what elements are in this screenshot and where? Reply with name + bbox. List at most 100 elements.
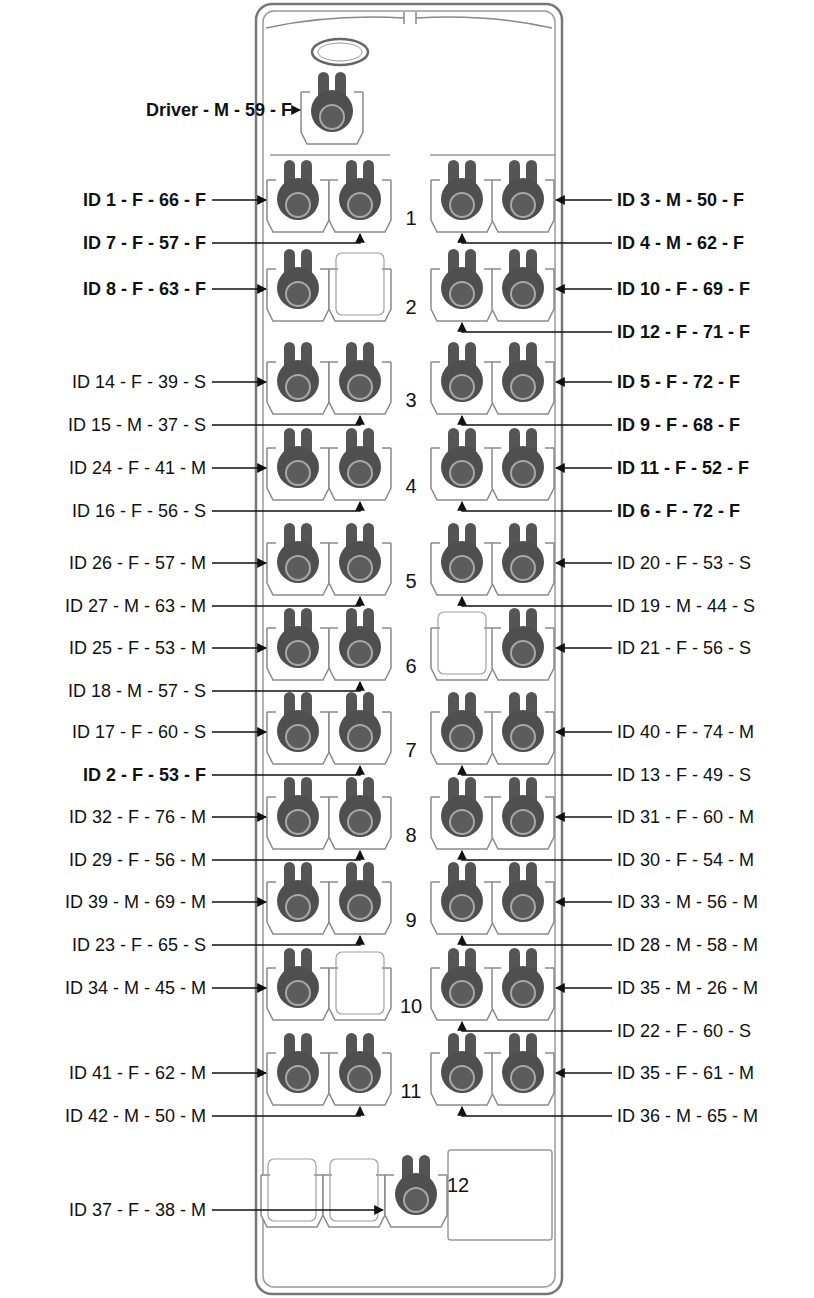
- leader-arrow: [556, 562, 612, 563]
- passenger-label: ID 1 - F - 66 - F: [83, 191, 206, 209]
- row-number: 10: [400, 996, 422, 1016]
- row-number: 12: [447, 1175, 469, 1195]
- passenger-label: ID 19 - M - 44 - S: [617, 597, 755, 615]
- seat-armrest: [431, 627, 493, 629]
- occupied-seat: [329, 523, 391, 595]
- passenger-body: [339, 795, 381, 837]
- leader-arrow: [212, 936, 360, 945]
- passenger-label: ID 2 - F - 53 - F: [83, 766, 206, 784]
- occupied-seat: [492, 862, 554, 934]
- passenger-label: ID 8 - F - 63 - F: [83, 280, 206, 298]
- passenger-head: [348, 1066, 372, 1090]
- seat-armrest: [261, 1174, 323, 1176]
- passenger-label: ID 17 - F - 60 - S: [72, 723, 206, 741]
- occupied-seat: [267, 777, 329, 849]
- occupied-seat: [492, 428, 554, 500]
- passenger-head: [511, 556, 535, 580]
- passenger-label: ID 27 - M - 63 - M: [65, 597, 206, 615]
- passenger-head: [450, 375, 474, 399]
- occupied-seat: [329, 342, 391, 414]
- occupied-seat: [267, 160, 329, 232]
- rear-compartment: [448, 1150, 552, 1240]
- passenger-body: [441, 267, 483, 309]
- passenger-body: [277, 541, 319, 583]
- passenger-label: ID 35 - M - 26 - M: [617, 979, 758, 997]
- occupied-seat: [431, 1033, 493, 1105]
- row-number: 5: [405, 571, 416, 591]
- passenger-label: ID 10 - F - 69 - F: [617, 280, 750, 298]
- passenger-label: ID 35 - F - 61 - M: [617, 1064, 754, 1082]
- occupied-seat: [492, 948, 554, 1020]
- empty-seat: [329, 253, 391, 321]
- leader-arrow: [556, 731, 612, 732]
- bus-outline: [256, 4, 562, 1294]
- passenger-body: [277, 178, 319, 220]
- passenger-head: [348, 895, 372, 919]
- passenger-body: [339, 880, 381, 922]
- leader-arrow: [556, 647, 612, 648]
- row-divider: [430, 154, 556, 156]
- passenger-label: ID 20 - F - 53 - S: [617, 554, 751, 572]
- passenger-head: [450, 1066, 474, 1090]
- passenger-head: [450, 461, 474, 485]
- passenger-head: [511, 981, 535, 1005]
- passenger-body: [502, 795, 544, 837]
- leader-arrow: [556, 288, 612, 289]
- passenger-label: ID 31 - F - 60 - M: [617, 808, 754, 826]
- passenger-head: [450, 193, 474, 217]
- passenger-head: [511, 282, 535, 306]
- leader-arrow: [462, 234, 612, 243]
- passenger-label: ID 6 - F - 72 - F: [617, 502, 740, 520]
- passenger-label: ID 29 - F - 56 - M: [69, 851, 206, 869]
- leader-arrow: [212, 987, 266, 988]
- passenger-head: [511, 725, 535, 749]
- passenger-body: [441, 880, 483, 922]
- leader-arrow: [556, 1072, 612, 1073]
- passenger-head: [286, 375, 310, 399]
- leader-arrow: [556, 467, 612, 468]
- passenger-head: [511, 641, 535, 665]
- empty-seat: [431, 612, 493, 680]
- passenger-body: [277, 360, 319, 402]
- leader-arrow: [212, 597, 360, 606]
- passenger-label: ID 37 - F - 38 - M: [69, 1201, 206, 1219]
- leader-arrow: [212, 766, 360, 775]
- leader-arrow: [212, 731, 266, 732]
- seat-cushion: [336, 253, 384, 315]
- leader-arrow: [212, 467, 266, 468]
- occupied-seat: [329, 862, 391, 934]
- passenger-head: [286, 282, 310, 306]
- passenger-body: [441, 795, 483, 837]
- occupied-seat: [431, 160, 493, 232]
- passenger-body: [277, 446, 319, 488]
- passenger-label: ID 5 - F - 72 - F: [617, 373, 740, 391]
- passenger-head: [348, 193, 372, 217]
- occupied-seat: [431, 862, 493, 934]
- passenger-body: [502, 1051, 544, 1093]
- seat-cushion: [336, 952, 384, 1014]
- leader-arrow: [462, 597, 612, 606]
- leader-arrow: [212, 199, 266, 200]
- occupied-seat: [267, 342, 329, 414]
- leader-arrow: [212, 381, 266, 382]
- passenger-head: [320, 105, 344, 129]
- leader-arrow: [212, 1209, 383, 1210]
- passenger-body: [277, 1051, 319, 1093]
- passenger-head: [450, 556, 474, 580]
- passenger-body: [311, 90, 353, 132]
- passenger-body: [339, 626, 381, 668]
- occupied-seat: [385, 1155, 447, 1227]
- leader-arrow: [212, 562, 266, 563]
- passenger-body: [277, 966, 319, 1008]
- passenger-body: [277, 626, 319, 668]
- passenger-label: ID 24 - F - 41 - M: [69, 459, 206, 477]
- occupied-seat: [267, 523, 329, 595]
- leader-arrow: [556, 987, 612, 988]
- occupied-seat: [431, 948, 493, 1020]
- passenger-label: ID 7 - F - 57 - F: [83, 234, 206, 252]
- occupied-seat: [329, 608, 391, 680]
- leader-arrow: [462, 766, 612, 775]
- passenger-body: [339, 446, 381, 488]
- row-number: 9: [405, 910, 416, 930]
